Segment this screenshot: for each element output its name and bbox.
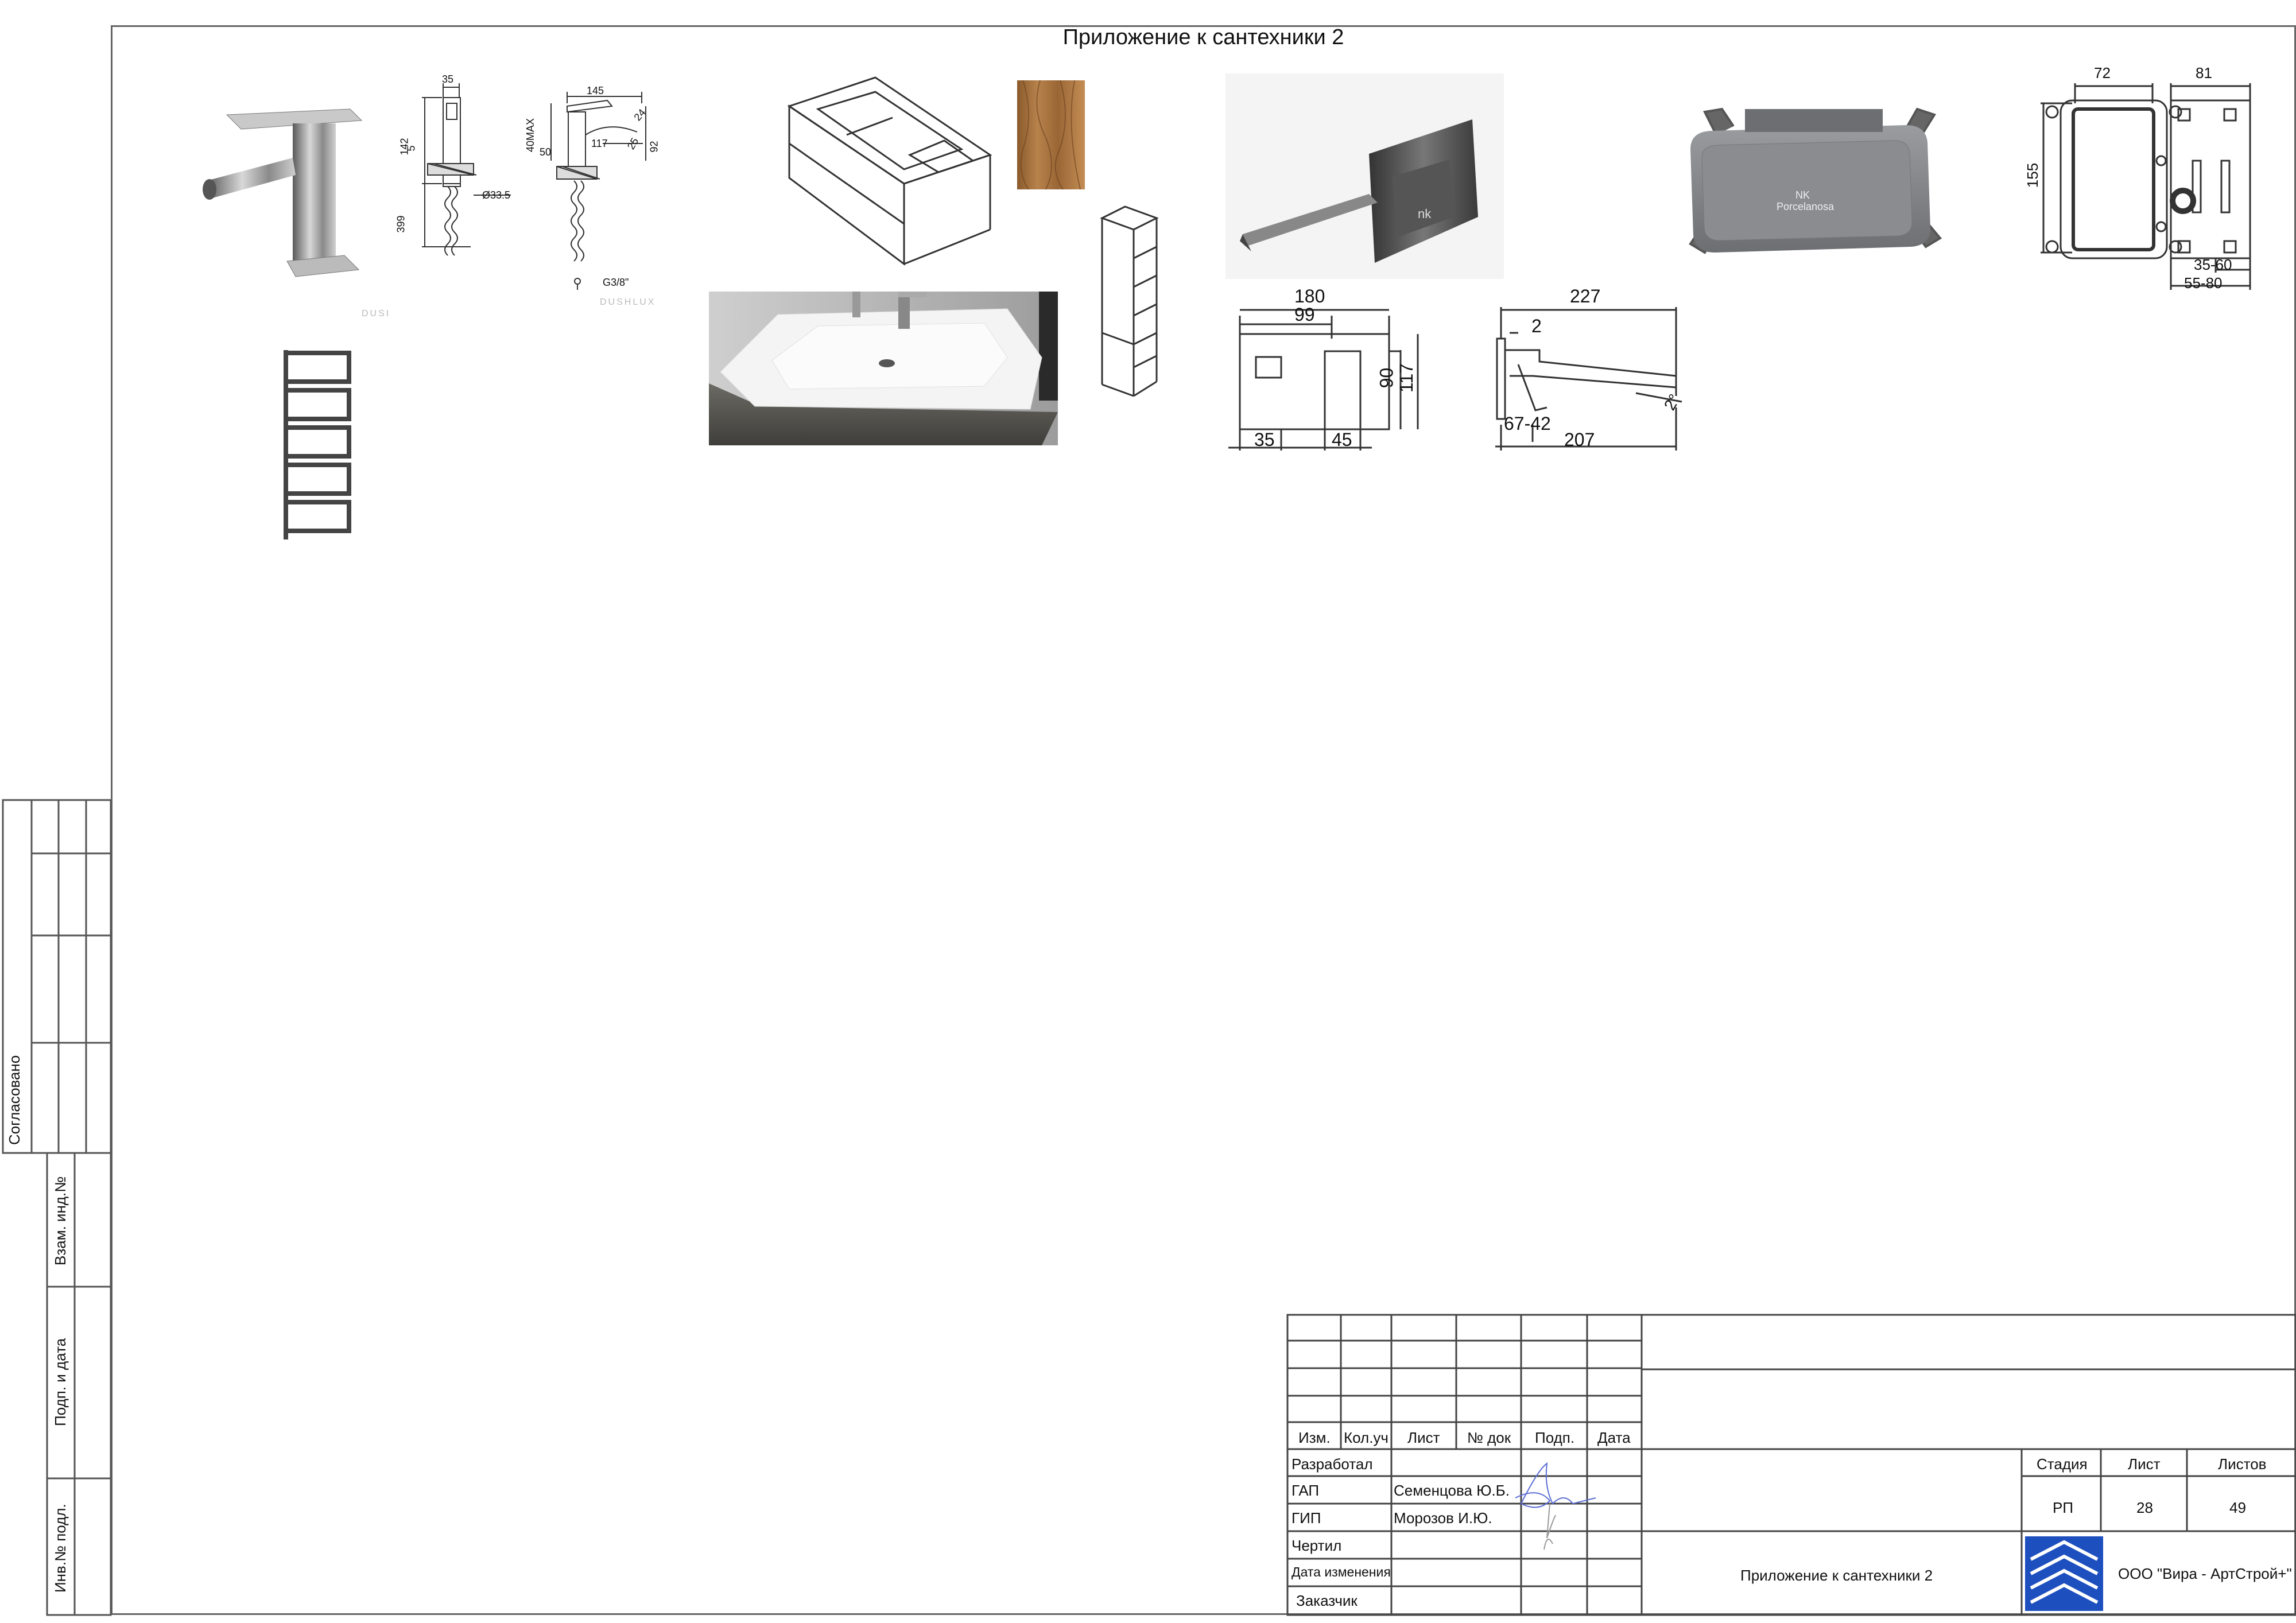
tb-company: ООО "Вира - АртСтрой+"	[2118, 1565, 2292, 1582]
box-dim-55-80: 55-80	[2184, 274, 2223, 292]
tb-row-role: Чертил	[1292, 1537, 1342, 1554]
tb-header-doc: № док	[1467, 1429, 1511, 1446]
wf-side-227: 227	[1570, 286, 1601, 306]
sheet-title: Приложение к сантехники 2	[1062, 25, 1344, 49]
tb-row-role: Заказчик	[1296, 1592, 1358, 1609]
tb-stage-value: РП	[2053, 1499, 2074, 1516]
tb-row-role: ГИП	[1292, 1509, 1321, 1527]
tb-sheet-label: Лист	[2128, 1455, 2161, 1473]
wf-front-45: 45	[1332, 429, 1352, 450]
tb-row-role: Разработал	[1292, 1455, 1373, 1473]
tb-row-role: ГАП	[1292, 1482, 1320, 1499]
tb-row-name: Морозов И.Ю.	[1394, 1509, 1492, 1527]
wf-side-207: 207	[1564, 429, 1595, 450]
tb-sheets-value: 49	[2229, 1499, 2246, 1516]
bidet-brand-2: DUSHLUX	[600, 297, 656, 307]
concealed-box-drawing	[2041, 83, 2251, 290]
wall-faucet-side-drawing	[1495, 307, 1682, 451]
towel-rail-image	[284, 350, 351, 539]
company-logo-icon	[2025, 1536, 2103, 1611]
bidet-faucet-profile-drawing	[550, 92, 646, 290]
tb-header-podp: Подп.	[1535, 1429, 1575, 1446]
side-stamp	[2, 799, 112, 1616]
concealed-box-image	[1689, 107, 1942, 254]
vanity-cabinet-drawing	[787, 76, 992, 266]
tb-sheet-value: 28	[2136, 1499, 2153, 1516]
box-dim-81: 81	[2196, 64, 2212, 81]
tb-header-kol: Кол.уч	[1344, 1429, 1389, 1446]
wf-side-2: 2	[1531, 316, 1542, 336]
wf-front-99: 99	[1294, 304, 1315, 325]
bidet-dim-dia: Ø33.5	[482, 189, 511, 201]
bidet-profile-145: 145	[587, 85, 604, 96]
wf-side-67-42: 67-42	[1504, 413, 1551, 434]
tb-header-izm: Изм.	[1298, 1429, 1331, 1446]
bidet-profile-50: 50	[540, 146, 552, 158]
bidet-brand-1: DUSI	[362, 309, 391, 319]
box-brand-1: NK	[1795, 189, 1810, 201]
wood-swatch-image	[1017, 80, 1085, 190]
tb-header-data: Дата	[1597, 1429, 1631, 1446]
tb-row-role: Дата изменения	[1292, 1564, 1391, 1579]
box-dim-35-60: 35-60	[2194, 256, 2232, 273]
wf-front-180: 180	[1294, 286, 1325, 306]
tb-sheets-label: Листов	[2218, 1455, 2267, 1473]
tb-header-list: Лист	[1407, 1429, 1440, 1446]
bidet-profile-117: 117	[591, 138, 608, 149]
box-brand-2: Porcelanosa	[1777, 201, 1835, 212]
bidet-faucet-image	[203, 108, 363, 277]
bidet-dim-35: 35	[442, 73, 454, 85]
box-dim-72: 72	[2094, 64, 2111, 81]
bidet-profile-thread: G3/8"	[603, 277, 629, 288]
sink-photo	[709, 292, 1058, 445]
tb-doc-title: Приложение к сантехники 2	[1740, 1567, 1933, 1584]
wf-front-35: 35	[1254, 429, 1275, 450]
wall-faucet-front-drawing	[1228, 309, 1419, 451]
column-cabinet-drawing	[1100, 205, 1159, 397]
wall-faucet-mark-text: nk	[1418, 207, 1432, 221]
tb-row-name: Семенцова Ю.Б.	[1394, 1482, 1510, 1499]
wall-faucet-image	[1225, 73, 1504, 279]
bidet-faucet-front-drawing	[422, 83, 511, 256]
tb-stage-label: Стадия	[2037, 1455, 2088, 1473]
